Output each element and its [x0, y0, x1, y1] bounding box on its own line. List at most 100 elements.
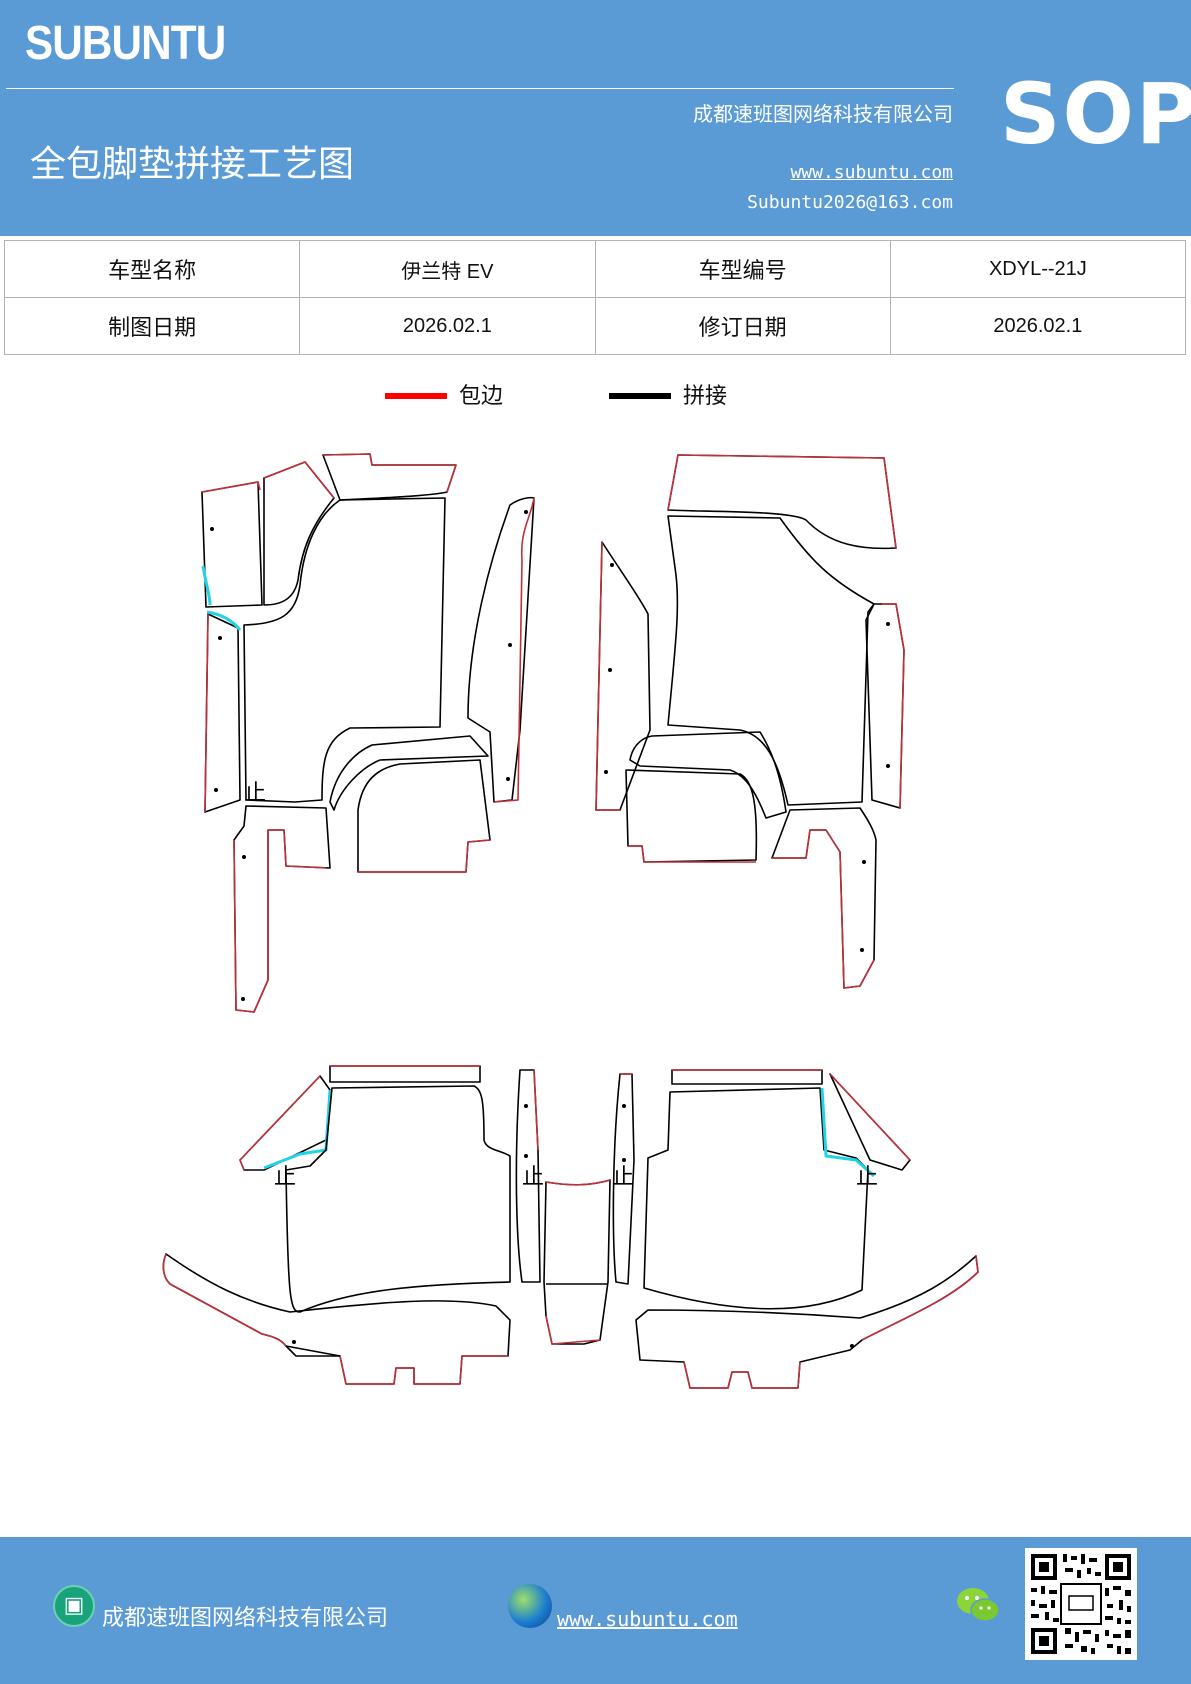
mat-piece: [545, 1179, 611, 1186]
stop-mark: 止: [856, 1165, 878, 1190]
mat-piece: [233, 829, 327, 1013]
mat-piece: [493, 497, 535, 803]
rear-right-mat-group: 止 止: [612, 1069, 979, 1389]
legend-label-seam: 拼接: [683, 384, 728, 409]
mat-piece: [861, 1255, 979, 1341]
mat-piece: [683, 1361, 801, 1389]
mat-piece: [263, 461, 335, 606]
mat-piece: [772, 829, 875, 989]
mat-piece: [865, 603, 905, 809]
label-model-code: 车型编号: [594, 240, 891, 298]
front-left-mat-group: 止: [201, 453, 535, 1013]
stop-mark: 止: [522, 1165, 544, 1190]
mat-piece: [329, 1065, 481, 1083]
table-row: 车型名称 伊兰特 EV 车型编号 XDYL--21J: [3, 240, 1187, 298]
center-tunnel-group: [543, 1179, 611, 1345]
hole-marker: [850, 1344, 854, 1348]
hole-marker: [886, 622, 890, 626]
footer-company-name: 成都速班图网络科技有限公司: [102, 1606, 389, 1631]
value-revision-date: 2026.02.1: [889, 297, 1187, 355]
mat-piece: [285, 1085, 511, 1313]
mat-piece: [667, 454, 897, 549]
mat-piece: [204, 613, 241, 813]
mat-piece: [263, 1089, 332, 1170]
hole-marker: [886, 764, 890, 768]
mat-piece: [204, 613, 209, 813]
info-table: 车型名称 伊兰特 EV 车型编号 XDYL--21J 制图日期 2026.02.…: [3, 240, 1187, 355]
floor-mat-diagram: 止: [162, 453, 979, 1389]
value-model-name: 伊兰特 EV: [299, 240, 596, 298]
hole-marker: [608, 668, 612, 672]
legend-swatch-black: [609, 393, 671, 399]
hole-marker: [210, 527, 214, 531]
stop-mark: 止: [612, 1165, 634, 1190]
header-divider: [6, 88, 954, 89]
company-name: 成都速班图网络科技有限公司: [693, 102, 953, 126]
mat-piece: [322, 453, 457, 501]
mat-piece: [612, 1073, 635, 1285]
front-right-mat-group: [595, 454, 905, 989]
hole-marker: [524, 1104, 528, 1108]
header-band: [0, 0, 1191, 236]
mat-piece: [829, 1073, 911, 1171]
mat-piece: [625, 769, 758, 863]
email-address: Subuntu2026@163.com: [747, 192, 953, 213]
wechat-icon[interactable]: [955, 1585, 1001, 1625]
mat-piece: [201, 481, 261, 493]
website-link[interactable]: www.subuntu.com: [790, 162, 953, 183]
hole-marker: [214, 788, 218, 792]
mat-piece: [162, 1253, 287, 1347]
building-icon: ▣: [53, 1585, 95, 1627]
mat-piece: [339, 1355, 508, 1385]
mat-piece: [201, 565, 212, 606]
mat-piece: [322, 453, 457, 493]
mat-piece: [263, 461, 335, 499]
mat-piece: [667, 454, 897, 550]
mat-piece: [595, 541, 620, 811]
mat-piece: [667, 515, 875, 806]
qr-code: [1025, 1548, 1137, 1660]
hole-marker: [241, 997, 245, 1001]
hole-marker: [242, 855, 246, 859]
stop-mark: 止: [274, 1165, 296, 1190]
hole-marker: [604, 770, 608, 774]
mat-piece: [329, 735, 489, 811]
mat-piece: [820, 1087, 875, 1178]
brand-logo: SUBUNTU: [25, 17, 226, 70]
mat-piece: [467, 496, 535, 803]
doc-type-label: SOP: [1000, 65, 1191, 163]
hole-marker: [292, 1340, 296, 1344]
rear-left-mat-group: 止 止: [162, 1065, 544, 1385]
mat-piece: [643, 1087, 869, 1310]
hole-marker: [862, 860, 866, 864]
mat-piece: [771, 807, 877, 989]
mat-piece: [206, 610, 242, 631]
mat-piece: [628, 845, 756, 863]
value-draw-date: 2026.02.1: [299, 297, 596, 355]
mat-piece: [545, 1315, 601, 1345]
legend-label-edge: 包边: [459, 384, 504, 409]
mat-piece: [239, 1075, 331, 1171]
mat-piece: [285, 1345, 341, 1357]
footer-website-link[interactable]: www.subuntu.com: [557, 1607, 738, 1631]
mat-piece: [162, 1253, 511, 1385]
globe-icon: [508, 1584, 552, 1628]
mat-piece: [239, 1075, 321, 1171]
mat-piece: [629, 731, 787, 819]
mat-piece: [595, 541, 651, 811]
mat-piece: [233, 805, 331, 1013]
legend-swatch-red: [385, 393, 447, 399]
hole-marker: [524, 1154, 528, 1158]
hole-marker: [506, 777, 510, 781]
hole-marker: [508, 643, 512, 647]
value-model-code: XDYL--21J: [889, 240, 1187, 298]
mat-piece: [243, 497, 446, 803]
mat-piece: [671, 1069, 823, 1085]
label-model-name: 车型名称: [3, 240, 301, 298]
mat-piece: [358, 839, 491, 873]
mat-piece: [533, 1069, 539, 1151]
stop-mark: 止: [244, 781, 266, 806]
hole-marker: [524, 510, 528, 514]
table-row: 制图日期 2026.02.1 修订日期 2026.02.1: [3, 297, 1187, 355]
mat-piece: [357, 759, 491, 873]
